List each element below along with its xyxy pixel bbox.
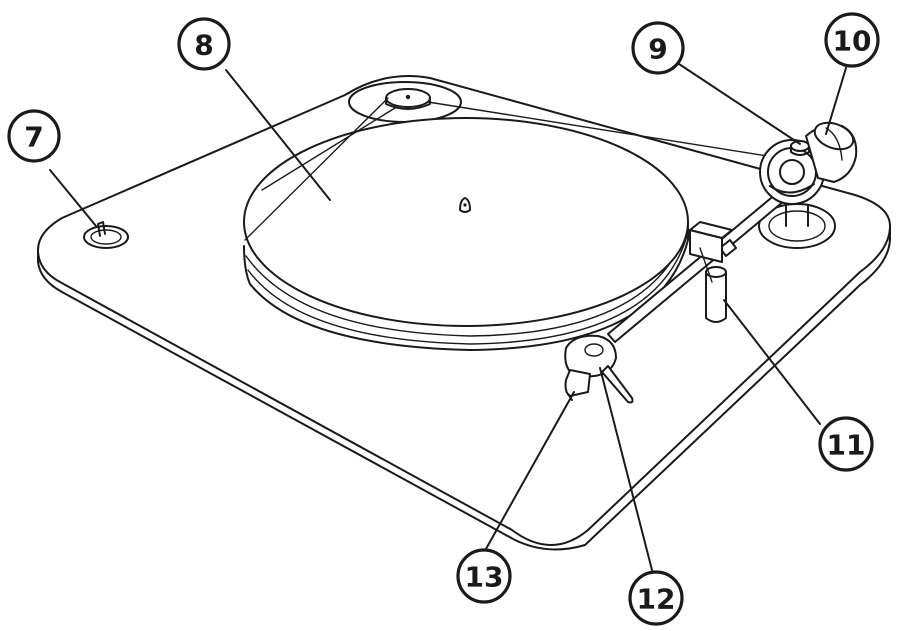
callout-label-12: 12 <box>637 583 676 616</box>
tonearm-gimbal <box>759 139 825 205</box>
callout-label-13: 13 <box>465 561 504 594</box>
cartridge <box>564 369 591 401</box>
power-switch <box>83 221 129 249</box>
callout-9: 9 <box>631 21 685 75</box>
callout-10: 10 <box>824 12 880 68</box>
callout-label-9: 9 <box>648 33 667 66</box>
callout-label-8: 8 <box>194 29 213 62</box>
callout-label-10: 10 <box>833 25 872 58</box>
platter <box>243 97 781 351</box>
callout-label-7: 7 <box>24 121 43 154</box>
callout-8: 8 <box>177 17 231 71</box>
callout-label-11: 11 <box>827 429 866 462</box>
motor-pulley <box>348 81 462 123</box>
arm-rest <box>689 221 733 323</box>
callout-11: 11 <box>818 416 874 472</box>
counterweight <box>805 121 858 183</box>
callout-7: 7 <box>7 109 61 163</box>
callout-13: 13 <box>456 548 512 604</box>
callout-12: 12 <box>628 570 684 626</box>
leader-lines <box>49 61 847 571</box>
